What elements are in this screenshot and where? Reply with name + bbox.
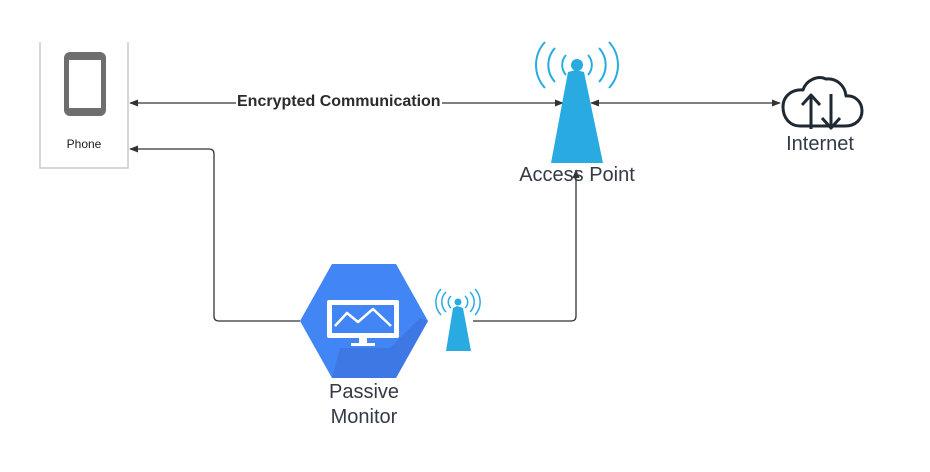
encrypted-communication-label: Encrypted Communication — [236, 92, 442, 112]
phone-label: Phone — [66, 137, 102, 151]
smartphone-icon — [64, 52, 106, 116]
monitor-antenna-node[interactable] — [435, 288, 481, 351]
edge-monitor-ap[interactable] — [473, 169, 580, 322]
passive-monitor-node[interactable] — [300, 264, 428, 378]
monitoring-hexagon-icon — [300, 264, 428, 378]
passive-monitor-label-line2: Monitor — [330, 406, 398, 428]
passive-monitor-label-line1: Passive — [328, 381, 400, 403]
access-point-node[interactable] — [535, 41, 619, 163]
antenna-icon — [535, 41, 619, 163]
antenna-icon — [435, 288, 481, 351]
passive-monitor-label: Passive Monitor — [300, 380, 428, 430]
edge-monitor-phone[interactable] — [129, 145, 300, 322]
internet-node[interactable] — [781, 76, 864, 130]
internet-label: Internet — [786, 133, 854, 155]
access-point-label: Access Point — [519, 164, 635, 186]
phone-node[interactable] — [39, 42, 129, 169]
cloud-upload-download-icon — [781, 76, 864, 130]
